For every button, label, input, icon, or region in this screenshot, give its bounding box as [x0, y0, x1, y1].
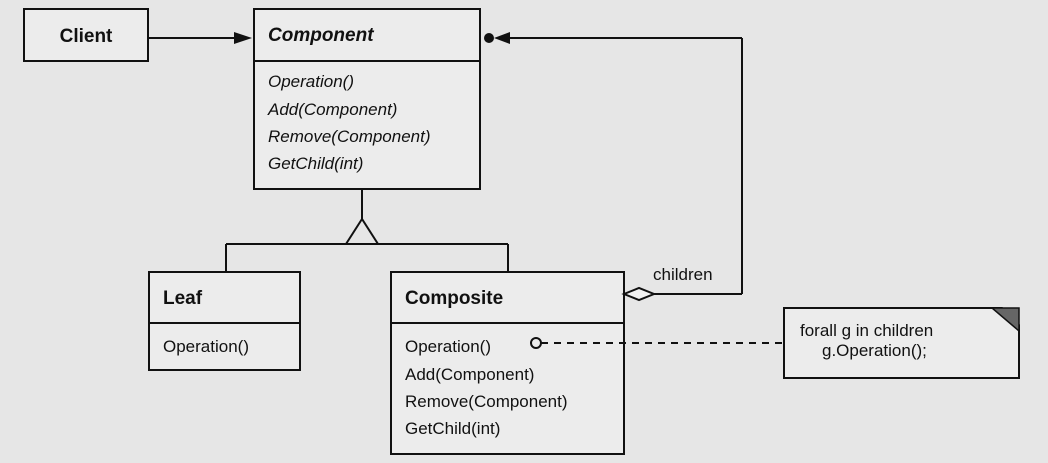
aggregation-diamond-icon: [621, 286, 657, 302]
component-method-operation: Operation(): [268, 72, 354, 91]
leaf-method-operation: Operation(): [163, 337, 249, 356]
composite-method-getchild: GetChild(int): [405, 419, 500, 438]
composite-class-title: Composite: [405, 288, 503, 309]
arrowhead-icon: [494, 32, 510, 44]
note-connector: [530, 337, 784, 349]
inheritance-tree: [225, 189, 509, 272]
client-class-title: Client: [60, 26, 113, 47]
client-to-component-arrow: [148, 32, 252, 44]
component-class: Component Operation() Add(Component) Rem…: [253, 8, 481, 190]
composite-class: Composite Operation() Add(Component) Rem…: [390, 271, 625, 455]
client-class: Client: [23, 8, 149, 62]
note-box: forall g in children g.Operation();: [783, 307, 1020, 379]
component-method-remove: Remove(Component): [268, 127, 431, 146]
composite-method-add: Add(Component): [405, 365, 534, 384]
component-method-add: Add(Component): [267, 100, 397, 119]
composite-method-remove: Remove(Component): [405, 392, 568, 411]
note-anchor-circle-icon: [530, 337, 542, 349]
note-line-2: g.Operation();: [822, 341, 927, 360]
generalization-triangle-icon: [344, 217, 380, 245]
children-aggregation: children: [484, 32, 743, 302]
children-label: children: [653, 265, 713, 284]
multiplicity-dot-icon: [484, 33, 494, 43]
component-method-getchild: GetChild(int): [268, 154, 363, 173]
composite-method-operation: Operation(): [405, 337, 491, 356]
component-class-title: Component: [268, 25, 374, 46]
note-folded-corner-icon: [989, 307, 1020, 333]
leaf-class-title: Leaf: [163, 288, 203, 309]
arrowhead-icon: [234, 32, 252, 44]
leaf-class: Leaf Operation(): [148, 271, 301, 371]
note-line-1: forall g in children: [800, 321, 933, 340]
